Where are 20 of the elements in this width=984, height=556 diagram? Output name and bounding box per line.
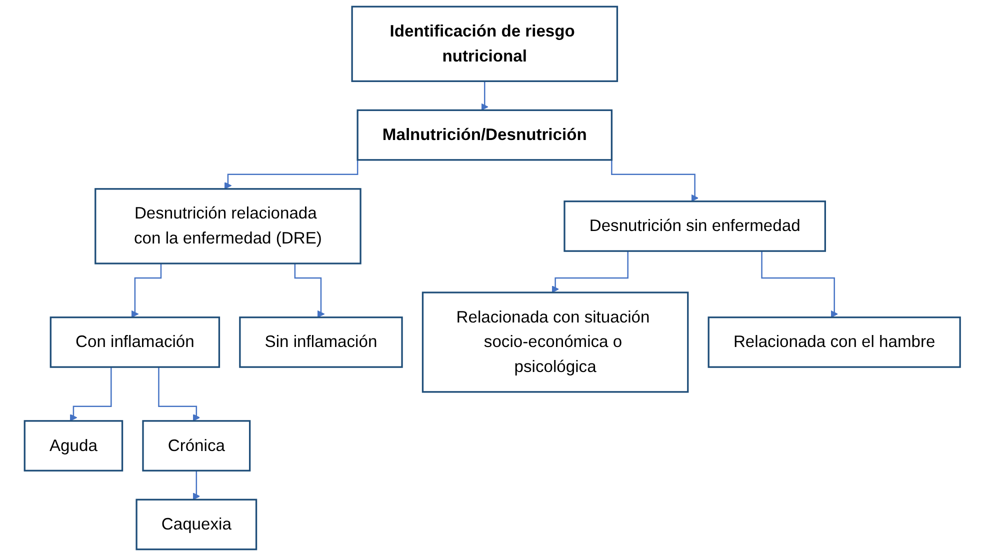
arrow <box>192 470 200 500</box>
node-box: Desnutrición relacionada con la enfermedad (DRE) <box>94 188 361 264</box>
arrow <box>158 367 200 422</box>
node-box: Crónica <box>142 420 250 472</box>
node-box: Relacionada con situación socio-económica o psicológica <box>422 292 688 393</box>
node-box: Identificación de riesgo nutricional <box>350 6 618 82</box>
arrow <box>294 264 324 318</box>
arrow <box>480 81 488 111</box>
arrow <box>551 251 628 293</box>
node-box: Malnutrición/Desnutrición <box>356 109 612 161</box>
arrow <box>760 251 838 318</box>
node-box: Sin inflamación <box>238 316 402 368</box>
node-box: Caquexia <box>135 498 257 550</box>
arrow <box>610 158 698 202</box>
arrow <box>130 264 162 318</box>
node-box: Desnutrición sin enfermedad <box>563 200 826 252</box>
arrow <box>69 367 112 422</box>
node-box: Con inflamación <box>49 316 220 368</box>
node-box: Aguda <box>23 420 123 472</box>
node-box: Relacionada con el hambre <box>707 316 961 368</box>
